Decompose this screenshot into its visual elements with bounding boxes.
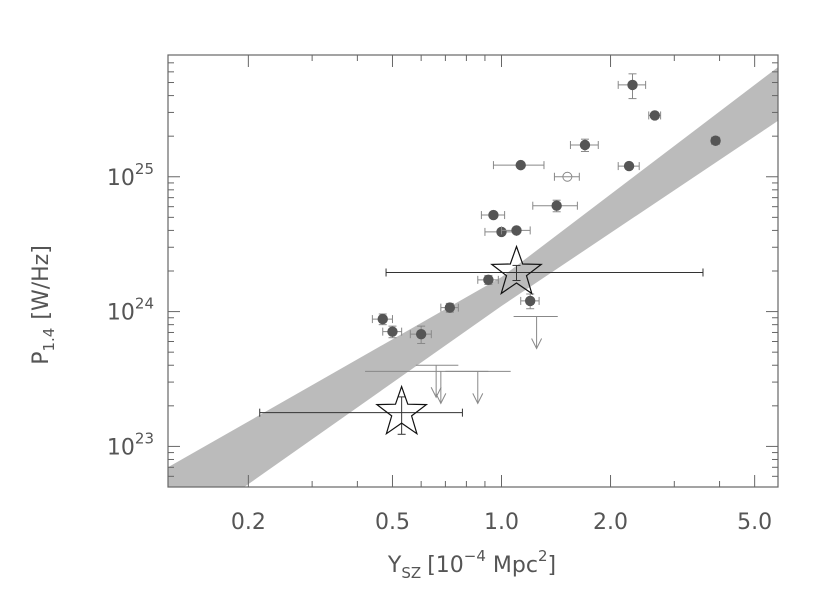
upper-limit-arrow <box>531 338 543 350</box>
y-axis-title: P1.4[W/Hz] <box>29 245 58 365</box>
plot-area <box>168 67 778 487</box>
x-tick-label: 0.5 <box>375 510 410 535</box>
confidence-band <box>168 67 778 487</box>
data-point <box>551 200 562 211</box>
upper-limit-arrow <box>472 393 484 405</box>
upper-limit-arrow <box>430 387 442 399</box>
data-point <box>488 209 499 221</box>
data-point <box>483 274 494 286</box>
x-tick-label: 5.0 <box>737 510 772 535</box>
x-tick-labels: 0.2 0.5 1.0 2.0 5.0 <box>231 510 772 535</box>
data-point <box>444 302 456 313</box>
x-tick-label: 2.0 <box>593 510 628 535</box>
data-point <box>377 313 388 325</box>
data-point <box>515 159 526 171</box>
data-point <box>623 160 635 172</box>
data-point <box>649 110 660 121</box>
data-point <box>710 135 721 146</box>
x-tick-label: 1.0 <box>484 510 519 535</box>
y-tick-label: 1024 <box>107 295 154 326</box>
data-point <box>415 328 427 340</box>
axis-ticks <box>168 54 778 488</box>
data-point <box>579 139 591 151</box>
x-tick-label: 0.2 <box>231 510 266 535</box>
y-tick-label: 1025 <box>107 160 154 191</box>
data-point <box>524 295 536 307</box>
y-tick-labels: 1023 1024 1025 <box>107 160 154 461</box>
upper-limit-arrow <box>435 393 447 405</box>
data-point <box>511 225 522 236</box>
star-marker <box>375 384 429 436</box>
x-axis-title: YSZ[10−4 Mpc2] <box>387 547 556 582</box>
data-point <box>387 326 398 337</box>
star-marker <box>490 244 543 295</box>
y-tick-label: 1023 <box>107 429 154 460</box>
data-point <box>627 79 638 91</box>
star-errors <box>385 264 704 282</box>
star-errors <box>259 396 463 435</box>
